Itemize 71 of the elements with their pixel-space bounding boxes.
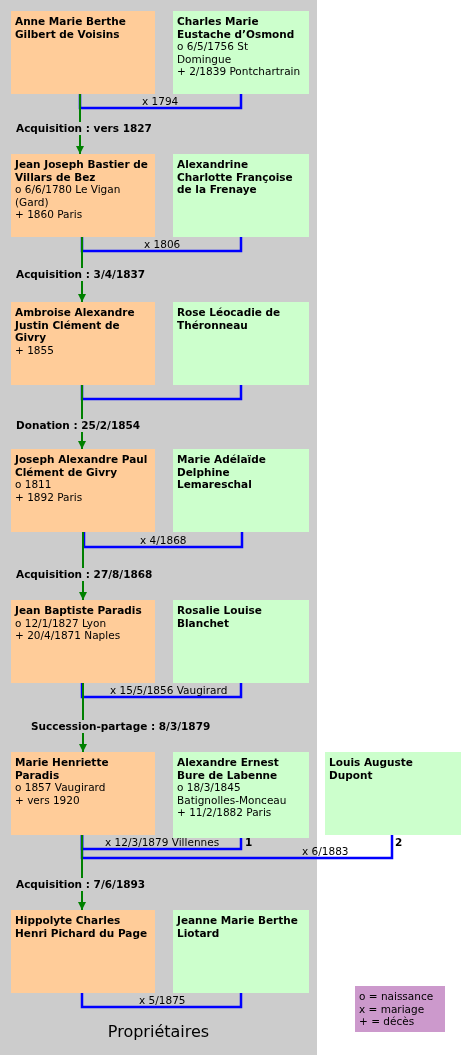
- marriage-line: [80, 835, 243, 851]
- life-dates: + 11/2/1882 Paris: [177, 806, 273, 819]
- person-box: [11, 154, 155, 237]
- person-box: [173, 600, 309, 683]
- ownership-arrow: [76, 93, 84, 155]
- person-box: [173, 154, 309, 237]
- marriage-number: 2: [395, 836, 403, 849]
- life-dates: + 2/1839 Pontchartrain: [177, 65, 302, 78]
- life-dates: + 20/4/1871 Naples: [15, 629, 122, 642]
- marriage-line: [80, 835, 394, 860]
- life-dates: + vers 1920: [15, 793, 81, 806]
- legend-entry: o = naissance: [359, 990, 435, 1003]
- life-dates: o 6/6/1780 Le Vigan (Gard): [15, 183, 122, 208]
- person-box: [11, 302, 155, 385]
- panel-title: Propriétaires: [106, 1022, 211, 1042]
- person-name: Marie Adélaïde Delphine Lemareschal: [177, 453, 267, 491]
- marriage-number: 1: [245, 836, 253, 849]
- person-box: [11, 752, 155, 835]
- person-box: [173, 11, 309, 94]
- person-box: [11, 910, 155, 993]
- person-name: Jeanne Marie Berthe Liotard: [177, 914, 299, 939]
- marriage-line: [80, 237, 243, 253]
- person-box: [173, 302, 309, 385]
- marriage-line: [80, 683, 243, 699]
- legend-entry: x = mariage: [359, 1002, 426, 1015]
- edge-label: Acquisition : vers 1827: [15, 122, 153, 135]
- ownership-arrow: [79, 531, 87, 601]
- edge-label: x 6/1883: [302, 845, 349, 858]
- life-dates: + 1892 Paris: [15, 490, 84, 503]
- person-box: [11, 11, 155, 94]
- edge-label: Succession-partage : 8/3/1879: [30, 720, 212, 733]
- marriage-line: [80, 385, 243, 401]
- life-dates: o 12/1/1827 Lyon: [15, 616, 108, 629]
- person-box: [11, 600, 155, 683]
- life-dates: o 6/5/1756 St Domingue: [177, 40, 250, 65]
- person-name: Hippolyte Charles Henri Pichard du Page: [15, 914, 149, 939]
- ownership-arrow: [78, 384, 86, 450]
- person-name: Jean Baptiste Paradis: [15, 604, 143, 617]
- edge-label: Donation : 25/2/1854: [15, 419, 142, 432]
- life-dates: o 1857 Vaugirard: [15, 781, 107, 794]
- person-name: Rosalie Louise Blanchet: [177, 604, 263, 629]
- ownership-arrow: [78, 236, 86, 303]
- person-box: [325, 752, 461, 835]
- edge-label: x 12/3/1879 Villennes: [105, 836, 220, 849]
- ownership-arrow: [78, 834, 86, 911]
- person-name: Alexandrine Charlotte Françoise de la Frenaye: [177, 158, 294, 196]
- marriage-line: [82, 532, 244, 549]
- marriage-line: [80, 993, 243, 1009]
- edge-label: x 4/1868: [140, 534, 187, 547]
- edge-label: x 15/5/1856 Vaugirard: [110, 684, 228, 697]
- edge-label: x 5/1875: [139, 994, 186, 1007]
- edge-label: x 1794: [142, 95, 179, 108]
- edge-label: Acquisition : 3/4/1837: [15, 268, 147, 281]
- person-name: Anne Marie Berthe Gilbert de Voisins: [15, 15, 127, 40]
- person-box: [173, 449, 309, 532]
- life-dates: + 1855: [15, 343, 55, 356]
- life-dates: o 18/3/1845 Batignolles-Monceau: [177, 781, 288, 806]
- edge-label: x 1806: [144, 238, 181, 251]
- marriage-line: [78, 94, 243, 110]
- life-dates: o 1811: [15, 478, 53, 491]
- person-name: Louis Auguste Dupont: [329, 756, 414, 781]
- person-name: Ambroise Alexandre Justin Clément de Givry: [15, 306, 136, 344]
- life-dates: + 1860 Paris: [15, 208, 84, 221]
- legend-entry: + = décès: [359, 1015, 416, 1028]
- person-box: [173, 910, 309, 993]
- person-box: [173, 752, 309, 838]
- person-box: [11, 449, 155, 532]
- edge-label: Acquisition : 27/8/1868: [15, 568, 154, 581]
- person-name: Rose Léocadie de Théronneau: [177, 306, 282, 331]
- ownership-arrow: [79, 682, 87, 753]
- edge-label: Acquisition : 7/6/1893: [15, 878, 147, 891]
